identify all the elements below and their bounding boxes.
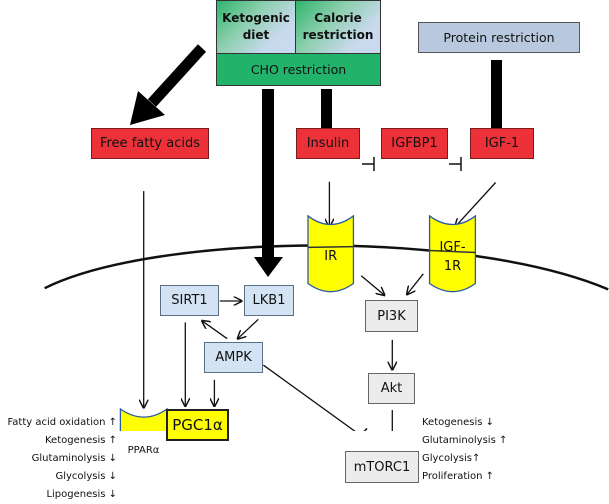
ir-receptor-shape [307, 214, 355, 293]
ppara-effect: Ketogenesis ↑ [45, 435, 117, 446]
insulin-box: Insulin [296, 128, 360, 159]
inhibit-igfbp1-igf1 [449, 157, 462, 171]
mtorc1-effect: Ketogenesis ↓ [422, 417, 494, 428]
pi3k-box: PI3K [365, 300, 418, 332]
arrow-igf1r-pi3k [407, 273, 424, 295]
igf1-box: IGF-1 [470, 128, 534, 159]
thick-arrow-to-lkb1 [254, 89, 283, 277]
ppara-effect: Glycolysis ↓ [55, 471, 117, 482]
arrow-lkb1-ampk [238, 318, 259, 338]
mtorc1-effect: Proliferation ↑ [422, 471, 495, 482]
calorie-restriction-box: Calorie restriction [295, 0, 381, 54]
inhibit-insulin-igfbp1 [362, 157, 375, 171]
akt-box: Akt [368, 373, 415, 404]
arrow-ir-pi3k [360, 275, 384, 295]
ppara-effect: Fatty acid oxidation ↑ [7, 417, 117, 428]
sirt1-box: SIRT1 [160, 285, 219, 316]
igfbp1-box: IGFBP1 [381, 128, 448, 159]
mtorc1-box: mTORC1 [345, 451, 419, 483]
inhibit-ampk-mtorc1 [262, 364, 368, 431]
free-fatty-acids-box: Free fatty acids [91, 128, 209, 159]
pgc1a-box: PGC1α [166, 409, 229, 441]
ppara-effects-list: Fatty acid oxidation ↑ Ketogenesis ↑ Glu… [7, 414, 117, 504]
cell-membrane-overlay [307, 245, 476, 254]
mtorc1-effect: Glycolysis↑ [422, 453, 481, 464]
cho-restriction-box: CHO restriction [216, 53, 381, 86]
mtorc1-effects-list: Ketogenesis ↓ Glutaminolysis ↑ Glycolysi… [422, 414, 507, 486]
ir-label: IR [324, 248, 338, 264]
mtorc1-effect: Glutaminolysis ↑ [422, 435, 508, 446]
ketogenic-diet-box: Ketogenic diet [216, 0, 296, 54]
ampk-box: AMPK [204, 342, 263, 373]
ppara-receptor-shape [119, 407, 168, 431]
thick-arrow-to-ffa [130, 44, 207, 125]
pathway-diagram [44, 44, 609, 431]
igf1r-label-line1: IGF- [439, 240, 466, 256]
arrow-ampk-sirt1 [202, 321, 228, 340]
lkb1-box: LKB1 [244, 285, 294, 316]
igf1r-label-line2: 1R [443, 259, 462, 275]
ppara-effect: Glutaminolysis ↓ [31, 453, 117, 464]
igf1r-receptor-shape [428, 214, 477, 293]
ppara-label: PPARα [127, 445, 160, 456]
arrow-igf1-igf1r [455, 182, 497, 227]
protein-restriction-box: Protein restriction [418, 22, 580, 53]
ppara-effect: Lipogenesis ↓ [46, 489, 117, 500]
